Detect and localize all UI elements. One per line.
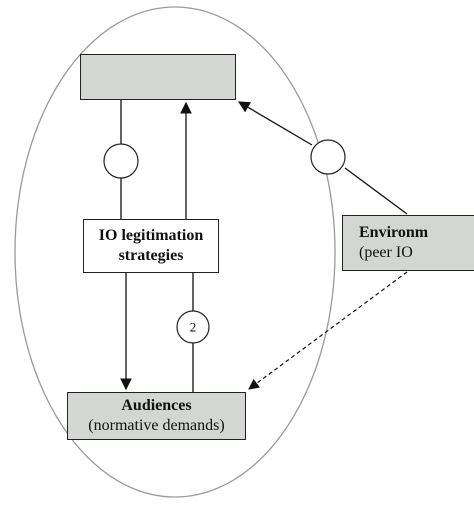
audiences-line1: Audiences — [121, 397, 192, 414]
top-box — [80, 54, 236, 100]
audiences-box: Audiences (normative demands) — [67, 392, 246, 440]
strategies-line1: IO legitimation — [98, 227, 204, 244]
environment-box: Environm (peer IO — [342, 215, 474, 271]
marker-left-upper — [103, 143, 139, 179]
env-to-top-connector — [344, 167, 408, 215]
marker-right-upper — [310, 139, 346, 175]
env-to-audiences-dashed-arrow — [248, 271, 408, 390]
environment-line2: (peer IO — [359, 244, 413, 261]
marker-center-lower: 2 — [176, 310, 210, 344]
strategies-box: IO legitimation strategies — [83, 219, 219, 273]
audiences-line2: (normative demands) — [88, 417, 225, 434]
marker-center-lower-label: 2 — [190, 320, 197, 335]
environment-line1: Environm — [359, 224, 429, 241]
env-to-top-arrow — [237, 101, 313, 146]
strategies-line2: strategies — [118, 247, 184, 264]
organization-boundary-ellipse — [14, 6, 336, 498]
